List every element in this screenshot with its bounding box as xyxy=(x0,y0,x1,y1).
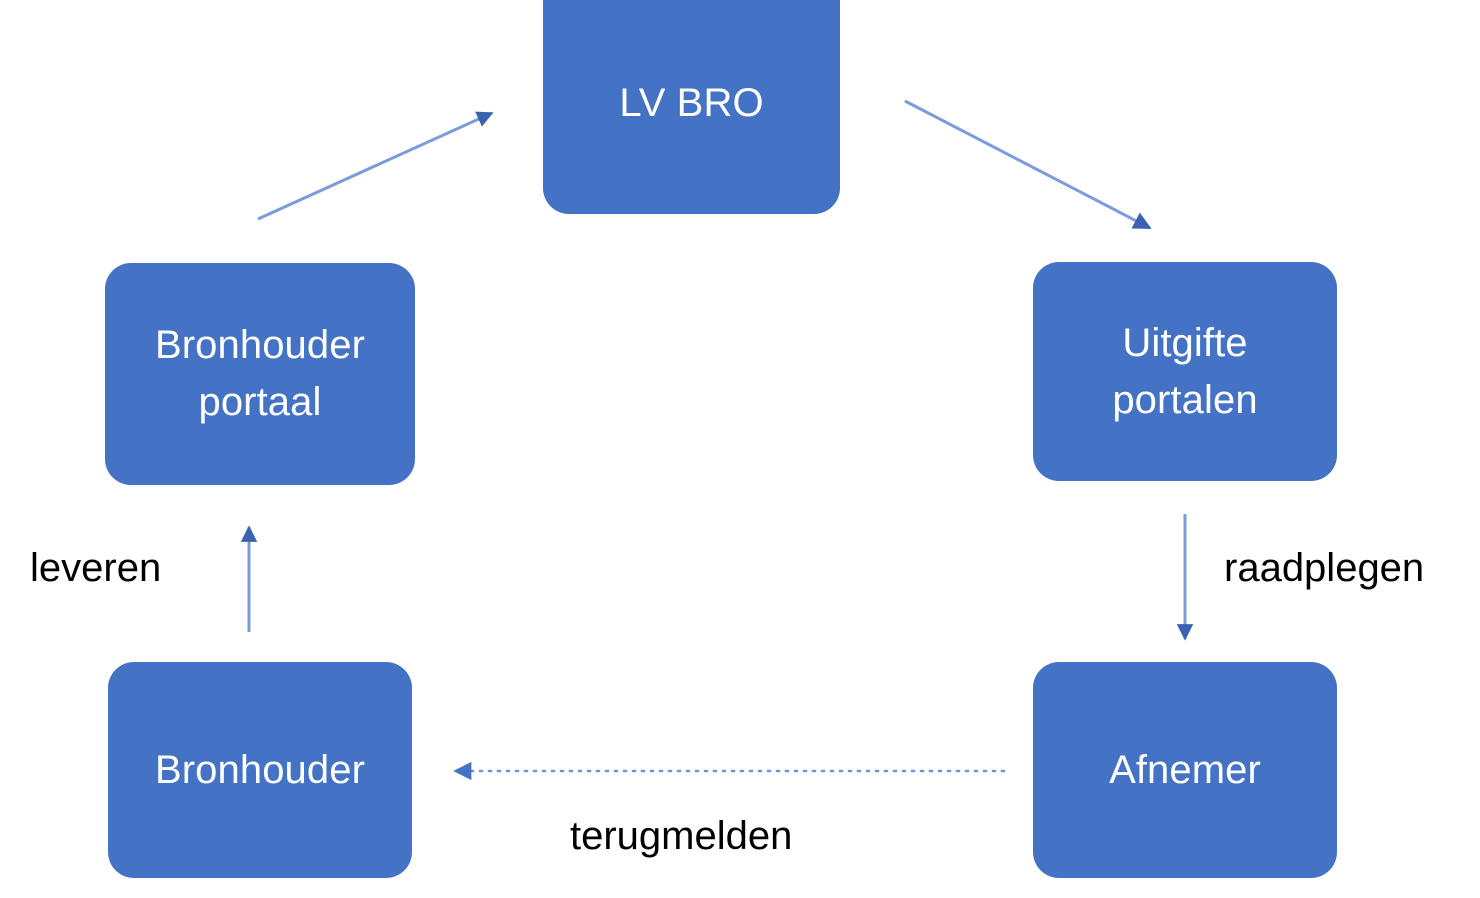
node-uitgifte-portalen-label: Uitgifte portalen xyxy=(1112,320,1258,422)
edge-lvbro-to-uitgifte xyxy=(904,99,1152,230)
edge-label-terugmelden: terugmelden xyxy=(570,814,793,858)
node-uitgifte-portalen[interactable]: Uitgifte portalen xyxy=(1033,262,1337,481)
node-bronhouder-portaal-label: Bronhouder portaal xyxy=(154,323,366,424)
edge-portaal-to-lvbro xyxy=(257,111,494,221)
node-bronhouder-label: Bronhouder xyxy=(154,747,366,792)
node-afnemer[interactable]: Afnemer xyxy=(1033,662,1337,878)
node-lv-bro[interactable]: LV BRO xyxy=(543,0,840,214)
node-afnemer-label: Afnemer xyxy=(1109,747,1261,792)
edge-label-leveren: leveren xyxy=(30,546,162,590)
node-bronhouder[interactable]: Bronhouder xyxy=(108,662,412,878)
node-bronhouder-portaal[interactable]: Bronhouder portaal xyxy=(105,263,415,485)
node-lv-bro-label: LV BRO xyxy=(619,80,764,125)
edge-label-raadplegen: raadplegen xyxy=(1224,546,1425,590)
